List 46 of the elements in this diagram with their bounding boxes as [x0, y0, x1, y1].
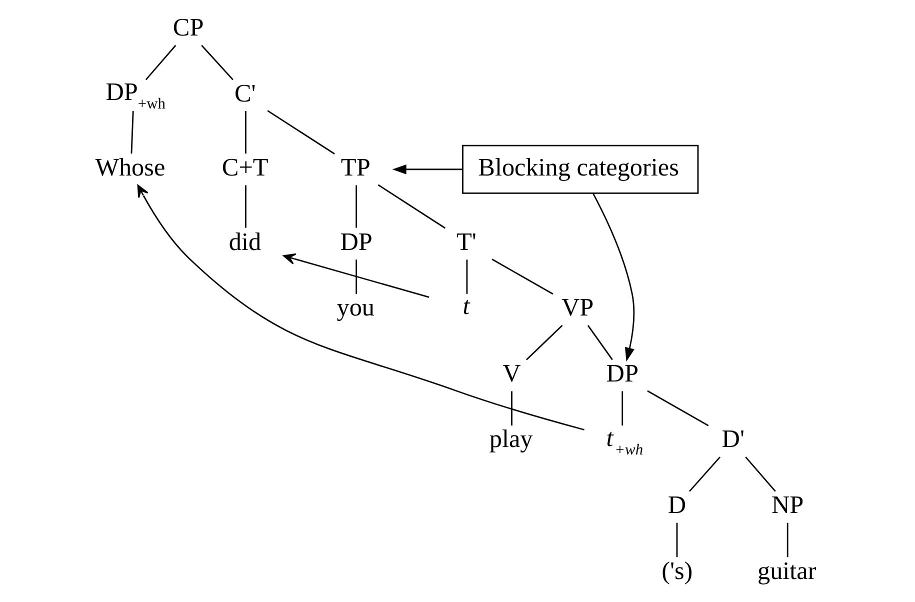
connector: [745, 456, 776, 492]
node-box: Blocking categories: [462, 144, 699, 194]
connector: [356, 260, 358, 294]
node-text: CP: [172, 14, 204, 42]
connector: [356, 185, 358, 228]
node-text: did: [228, 228, 262, 256]
node-text: D': [722, 426, 745, 454]
connector: [466, 260, 468, 294]
node-text: you: [336, 294, 375, 322]
arrow: [137, 184, 584, 430]
node-text: C': [234, 80, 256, 108]
node-text: t$_{+wh}$: [606, 424, 644, 458]
connector: [145, 44, 176, 80]
connector: [378, 184, 446, 229]
connector: [786, 522, 788, 558]
connector: [688, 456, 721, 492]
connector: [526, 324, 563, 360]
node-text: ('s): [662, 558, 693, 585]
node-text: DP$_{+wh}$: [106, 78, 166, 112]
node-text: T': [456, 228, 476, 256]
node-text: D: [668, 492, 686, 519]
node-text: t: [462, 293, 470, 320]
connector: [267, 110, 335, 154]
node-text: V: [502, 360, 521, 388]
connector: [201, 44, 234, 80]
node-text: TP: [340, 154, 370, 182]
connector: [245, 111, 246, 154]
connector: [130, 111, 134, 154]
node-text: DP: [606, 360, 638, 388]
connector: [622, 391, 624, 426]
node-text: Whose: [95, 154, 166, 182]
node-text: DP: [340, 228, 372, 256]
node-text: VP: [561, 294, 594, 322]
arrow: [392, 164, 463, 174]
arrow: [283, 253, 430, 298]
connector: [245, 185, 246, 228]
connector: [647, 390, 709, 426]
connector: [676, 522, 678, 558]
connector: [511, 391, 512, 426]
arrow: [592, 193, 635, 362]
node-text: NP: [771, 492, 804, 519]
node-text: C+T: [222, 154, 268, 182]
node-text: guitar: [757, 558, 816, 585]
connector: [587, 325, 613, 360]
connector: [492, 258, 554, 295]
node-text: play: [489, 426, 533, 454]
